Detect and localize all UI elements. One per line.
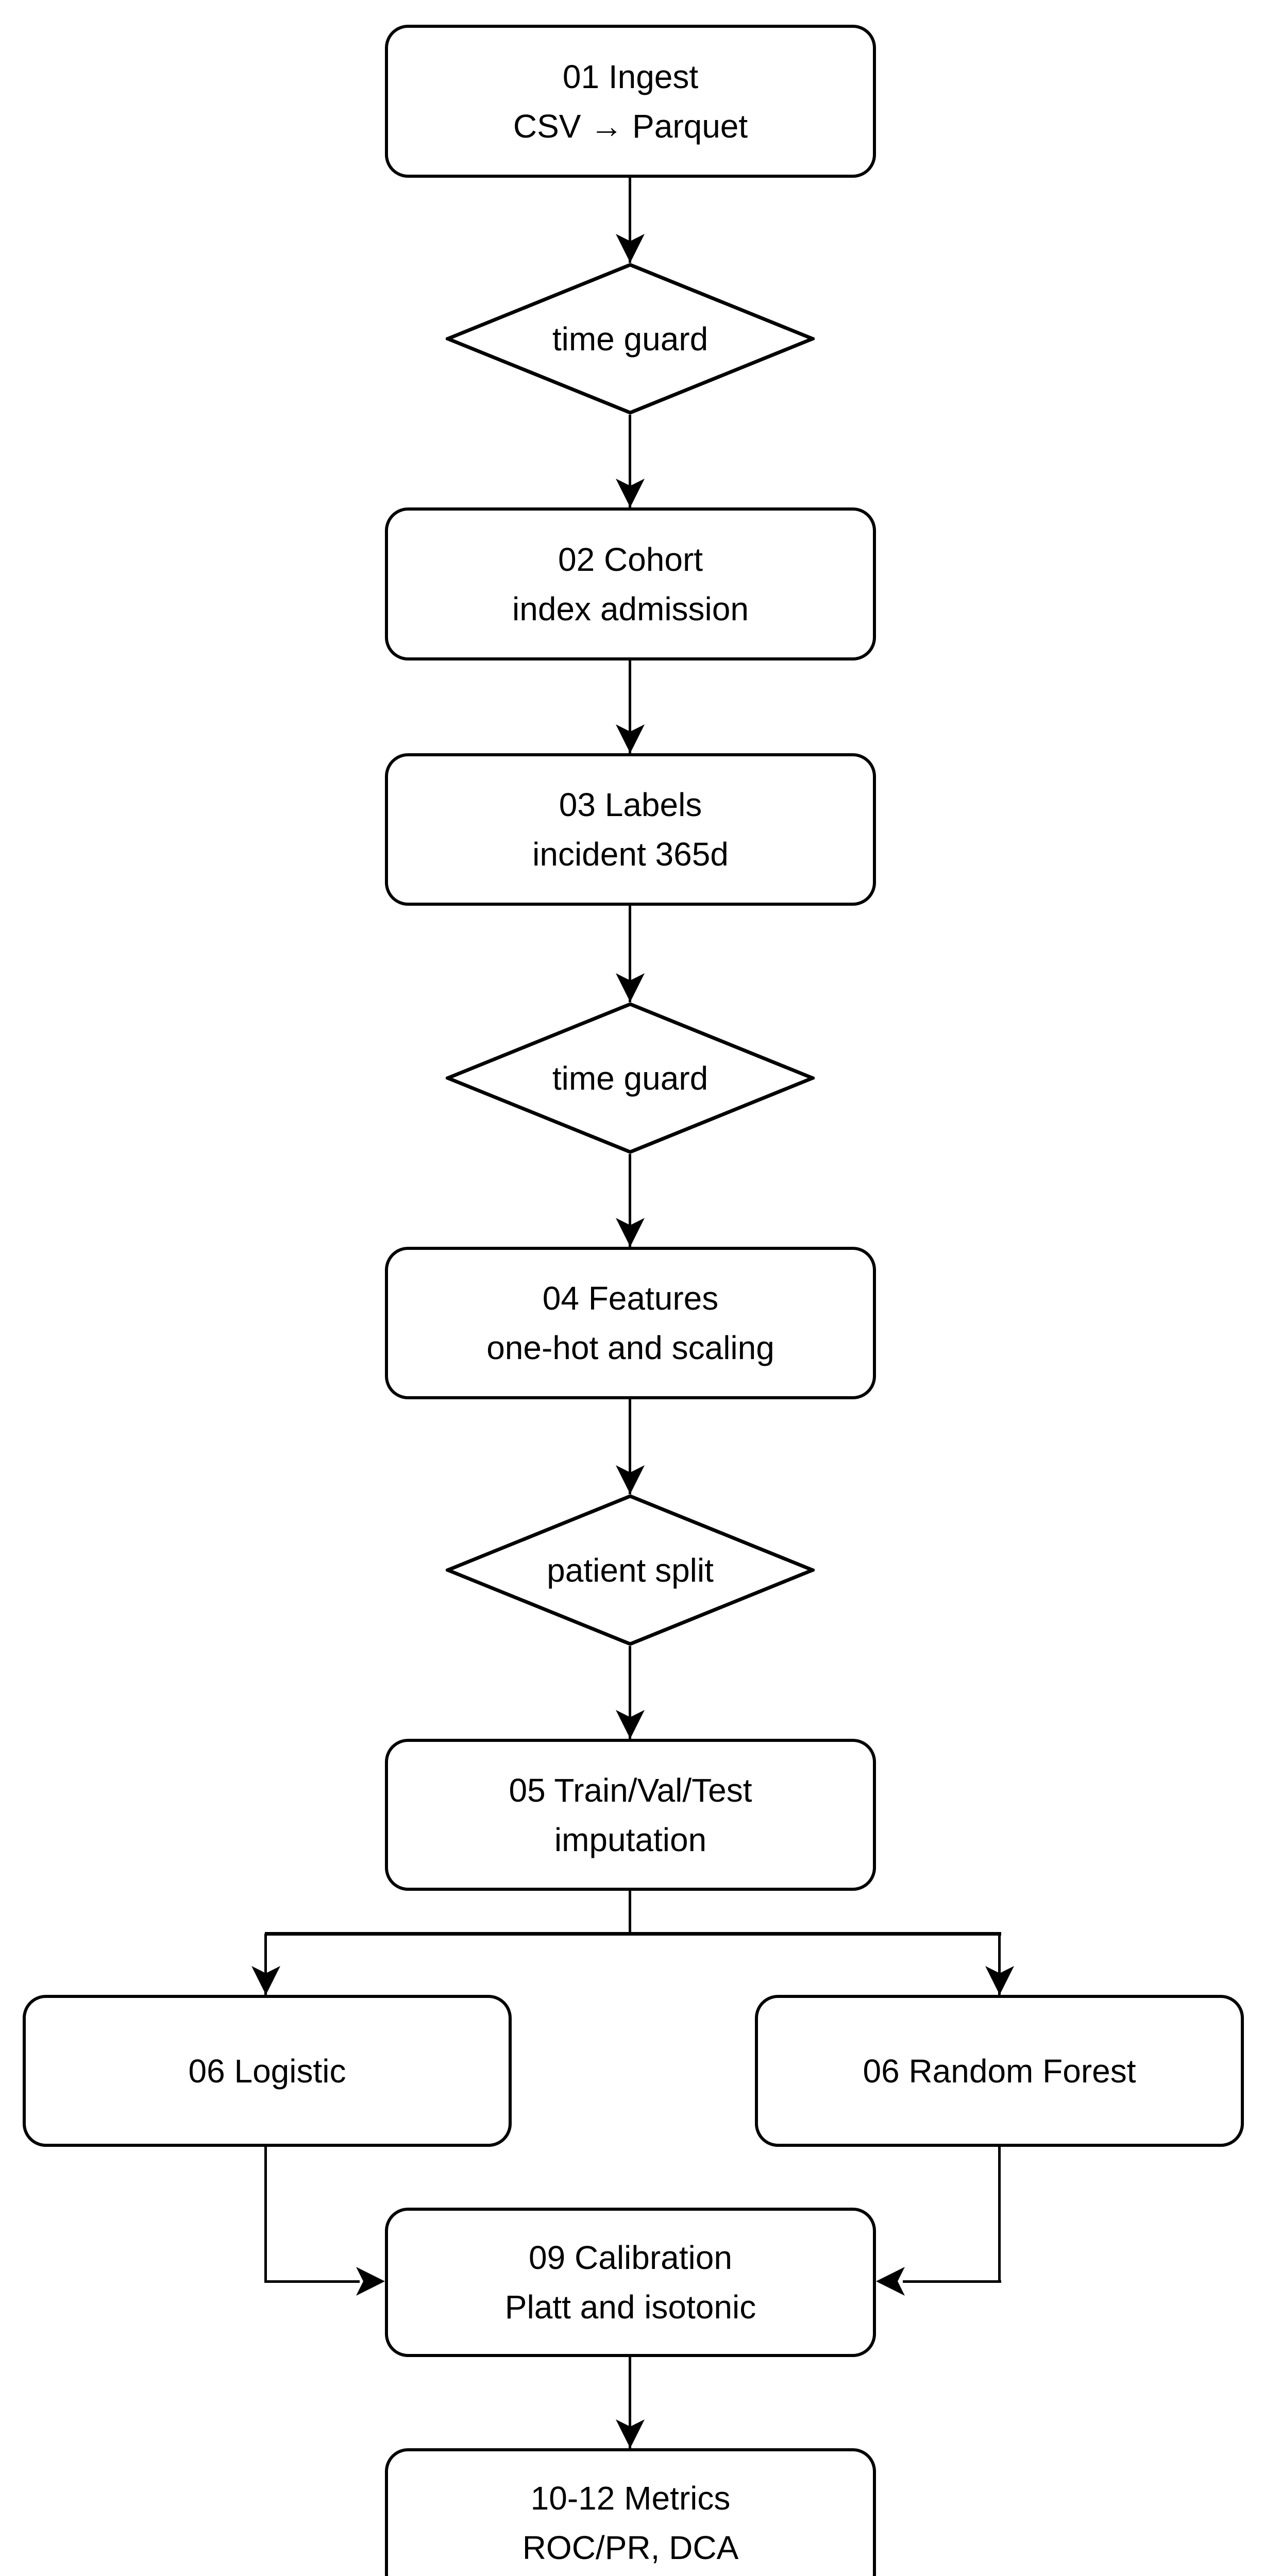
node-label: ROC/PR, DCA (522, 2529, 739, 2566)
arrowhead-down-icon (985, 1966, 1014, 1995)
node-logistic: 06 Logistic (23, 1995, 512, 2147)
edge-ingest-to-guard1 (629, 178, 631, 263)
node-label: 10-12 Metrics (530, 2480, 731, 2517)
arrowhead-down-icon (616, 1465, 645, 1494)
edge-logistic-down (264, 2147, 267, 2283)
edge-branch-to-logistic (264, 1934, 267, 1995)
arrowhead-down-icon (616, 1710, 645, 1739)
arrowhead-down-icon (616, 2419, 645, 2448)
arrowhead-down-icon (616, 973, 645, 1002)
edge-features-to-split (629, 1399, 631, 1494)
node-label: 06 Logistic (188, 2052, 346, 2090)
node-cohort: 02 Cohort index admission (385, 507, 876, 660)
node-calibration: 09 Calibration Platt and isotonic (385, 2208, 876, 2357)
node-label: 03 Labels (559, 786, 702, 823)
node-label: time guard (552, 320, 709, 358)
edge-logistic-to-calibration (264, 2280, 360, 2283)
edge-train-to-branch (629, 1891, 631, 1936)
arrowhead-down-icon (251, 1966, 280, 1995)
node-ingest: 01 Ingest CSV → Parquet (385, 25, 876, 178)
edge-labels-to-guard2 (629, 906, 631, 1002)
node-train-val-test: 05 Train/Val/Test imputation (385, 1739, 876, 1891)
node-labels: 03 Labels incident 365d (385, 753, 876, 906)
diamond-shape (446, 1002, 815, 1154)
node-label: Platt and isotonic (504, 2289, 756, 2326)
node-label: 04 Features (542, 1280, 719, 1317)
node-features: 04 Features one-hot and scaling (385, 1247, 876, 1399)
node-label: CSV → Parquet (513, 107, 748, 145)
edge-random-forest-down (998, 2147, 1001, 2283)
node-label: 01 Ingest (562, 58, 699, 95)
edge-guard2-to-features (629, 1154, 631, 1247)
diamond-shape (446, 1494, 815, 1646)
edge-split-to-train (629, 1646, 631, 1739)
diamond-shape (446, 263, 815, 415)
node-label: incident 365d (532, 836, 729, 873)
node-patient-split: patient split (446, 1494, 815, 1646)
arrowhead-down-icon (616, 1218, 645, 1247)
node-label: 06 Random Forest (863, 2052, 1136, 2090)
edge-guard1-to-cohort (629, 415, 631, 507)
edge-random-forest-to-calibration (903, 2280, 1001, 2283)
node-random-forest: 06 Random Forest (755, 1995, 1244, 2147)
edge-branch-to-random-forest (998, 1934, 1001, 1995)
node-label: imputation (554, 1821, 707, 1858)
node-time-guard-2: time guard (446, 1002, 815, 1154)
node-label: one-hot and scaling (486, 1329, 774, 1366)
edge-calibration-to-metrics (629, 2357, 631, 2451)
arrowhead-left-icon (876, 2267, 905, 2296)
node-label: patient split (547, 1551, 714, 1589)
node-label: index admission (512, 590, 749, 628)
arrowhead-right-icon (356, 2267, 385, 2296)
node-label: 09 Calibration (529, 2239, 732, 2276)
node-label: 02 Cohort (558, 540, 703, 578)
arrowhead-down-icon (616, 234, 645, 263)
node-time-guard-1: time guard (446, 263, 815, 415)
arrowhead-down-icon (616, 724, 645, 753)
node-label: 05 Train/Val/Test (509, 1771, 752, 1809)
node-label: time guard (552, 1059, 709, 1097)
node-metrics: 10-12 Metrics ROC/PR, DCA (385, 2448, 876, 2576)
branch-line (265, 1932, 1001, 1936)
arrowhead-down-icon (616, 479, 645, 507)
edge-cohort-to-labels (629, 660, 631, 753)
